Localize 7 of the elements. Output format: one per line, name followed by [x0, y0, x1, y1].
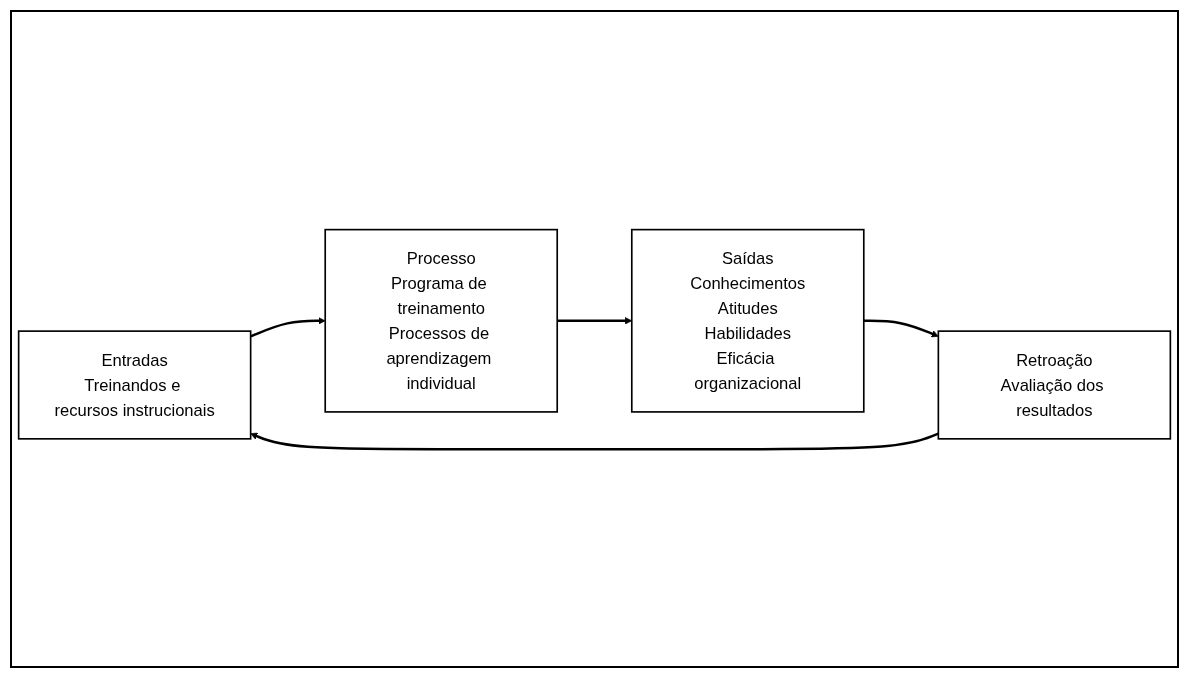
arrow [250, 316, 326, 338]
arrow [863, 319, 939, 337]
node-box: Entradas Treinandos e recursos instrucionais [17, 329, 252, 440]
node-box: Processo Programa de treinamento Processos de aprendizagem individual [324, 228, 559, 413]
node-box: Saídas Conhecimentos Atitudes Habilidades Eficácia organizacional [630, 228, 865, 413]
node-box: Retroação Avaliação dos resultados [937, 329, 1172, 440]
arrow [250, 432, 939, 451]
